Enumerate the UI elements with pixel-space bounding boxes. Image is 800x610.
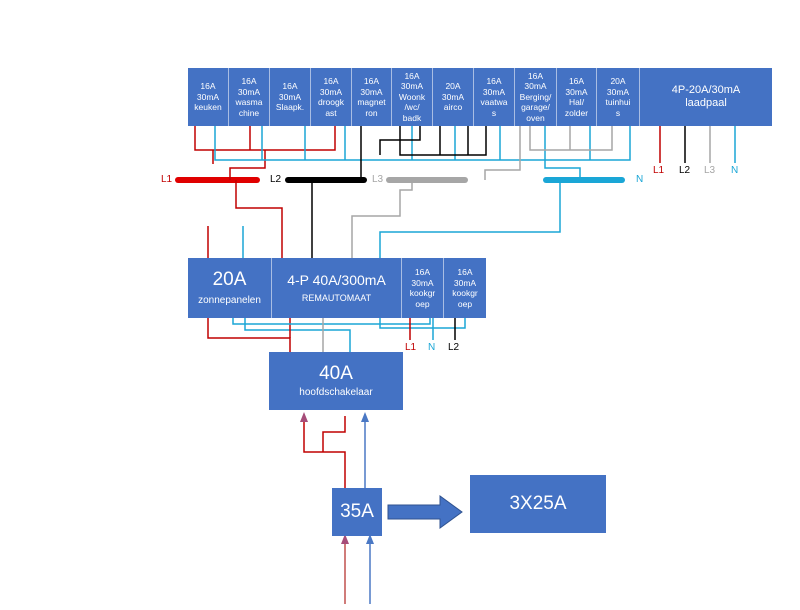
rcd-title: 4-P 40A/300mA	[287, 272, 386, 288]
breaker-top-8[interactable]: 16A 30mA vaatwa s	[474, 68, 515, 126]
l3-to-rcd	[351, 180, 413, 258]
upgrade-arrow	[387, 495, 463, 529]
breaker-top-10[interactable]: 16A 30mA Hal/ zolder	[557, 68, 597, 126]
top-l2-wires	[360, 126, 487, 180]
laadpaal-l3-label: L3	[704, 165, 716, 176]
l1-to-rcd	[235, 180, 283, 258]
top-n-wires	[214, 126, 631, 180]
breaker-top-7[interactable]: 20A 30mA airco	[433, 68, 474, 126]
busbar-l3-label: L3	[372, 174, 384, 185]
meter-to-main-wires	[303, 416, 366, 488]
main-switch-amp: 40A	[319, 363, 353, 384]
kookgroep-l2-label: L2	[448, 342, 460, 353]
laadpaal-wires	[659, 126, 736, 163]
top-l1-wires	[194, 126, 336, 180]
breaker-kookgroep-2[interactable]: 16A 30mA kookgr oep	[444, 258, 486, 318]
incoming-arrow-purple	[341, 534, 349, 544]
main-switch[interactable]: 40A hoofdschakelaar	[269, 352, 403, 410]
incoming-arrow-blue	[366, 534, 374, 544]
laadpaal-l2-label: L2	[679, 165, 691, 176]
breaker-top-6[interactable]: 16A 30mA Woonk /wc/ badk	[392, 68, 433, 126]
laadpaal-n-label: N	[731, 165, 739, 176]
upgrade-box[interactable]: 3X25A	[470, 475, 606, 533]
breaker-top-11[interactable]: 20A 30mA tuinhui s	[597, 68, 640, 126]
busbar-n-label: N	[636, 174, 644, 185]
upgrade-label: 3X25A	[509, 493, 567, 514]
top-l3-wires	[484, 126, 613, 180]
breaker-laadpaal[interactable]: 4P-20A/30mA laadpaal	[671, 84, 741, 109]
zonnepanelen-label: zonnepanelen	[198, 295, 261, 306]
meter-fuse-amp: 35A	[340, 501, 374, 522]
busbar-l1-label: L1	[161, 174, 173, 185]
breaker-top-5[interactable]: 16A 30mA magnet ron	[352, 68, 392, 126]
top-breaker-panel	[188, 68, 772, 126]
arrow-head-purple	[300, 412, 308, 422]
meter-fuse[interactable]: 35A	[332, 488, 382, 536]
arrow-head-blue	[361, 412, 369, 422]
breaker-top-1[interactable]: 16A 30mA keuken	[188, 68, 229, 126]
busbar-l2-label: L2	[270, 174, 282, 185]
breaker-top-9[interactable]: 16A 30mA Berging/ garage/ oven	[515, 68, 557, 126]
laadpaal-l1-label: L1	[653, 165, 665, 176]
breaker-top-4[interactable]: 16A 30mA droogk ast	[311, 68, 352, 126]
breaker-zonnepanelen[interactable]: 20A zonnepanelen	[188, 258, 272, 318]
rcd-remautomaat[interactable]: 4-P 40A/300mA REMAUTOMAAT	[272, 258, 402, 318]
breaker-top-2[interactable]: 16A 30mA wasma chine	[229, 68, 270, 126]
breaker-top-3[interactable]: 16A 30mA Slaapk.	[270, 68, 311, 126]
kookgroep-n-label: N	[428, 342, 436, 353]
breaker-kookgroep-1[interactable]: 16A 30mA kookgr oep	[402, 258, 444, 318]
rcd-bottom-wires	[207, 318, 466, 352]
zonnepanelen-amp: 20A	[212, 269, 247, 290]
n-to-rcd	[379, 180, 561, 258]
kookgroep-l1-label: L1	[405, 342, 417, 353]
rcd-label: REMAUTOMAAT	[301, 293, 372, 303]
main-switch-label: hoofdschakelaar	[299, 387, 373, 398]
